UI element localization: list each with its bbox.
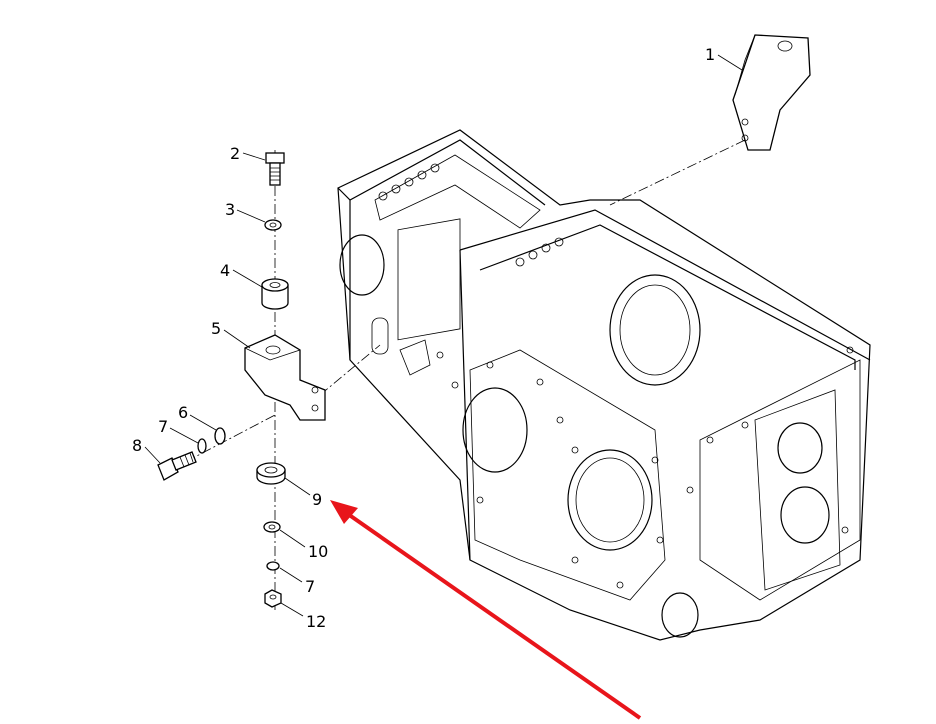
part-5-mounting-bracket — [244, 334, 326, 421]
callout-7: 7 — [158, 417, 168, 436]
callout-10: 10 — [308, 542, 328, 561]
part-8-bolt — [157, 451, 197, 481]
part-12-nut — [264, 589, 282, 608]
part-7-spring-washer-lower — [266, 561, 280, 571]
callout-7-lower: 7 — [305, 577, 315, 596]
callout-3: 3 — [225, 200, 235, 219]
callout-4: 4 — [220, 261, 230, 280]
part-9-rubber-bushing — [256, 462, 286, 485]
callout-labels: 1 2 3 4 5 6 7 8 9 10 7 12 — [132, 45, 715, 631]
leader-lines — [144, 54, 743, 617]
part-7-spring-washer — [197, 438, 207, 454]
part-10-washer — [263, 521, 281, 533]
part-2-bolt — [265, 152, 285, 186]
transmission-housing — [337, 129, 871, 641]
part-4-bushing — [261, 278, 289, 310]
part-3-washer — [264, 219, 282, 231]
callout-5: 5 — [211, 319, 221, 338]
callout-1: 1 — [705, 45, 715, 64]
highlight-arrow — [330, 500, 642, 720]
callout-8: 8 — [132, 436, 142, 455]
callout-6: 6 — [178, 403, 188, 422]
part-1-bracket — [732, 34, 811, 151]
callout-12: 12 — [306, 612, 326, 631]
part-6-washer — [214, 427, 226, 445]
callout-9: 9 — [312, 490, 322, 509]
callout-2: 2 — [230, 144, 240, 163]
